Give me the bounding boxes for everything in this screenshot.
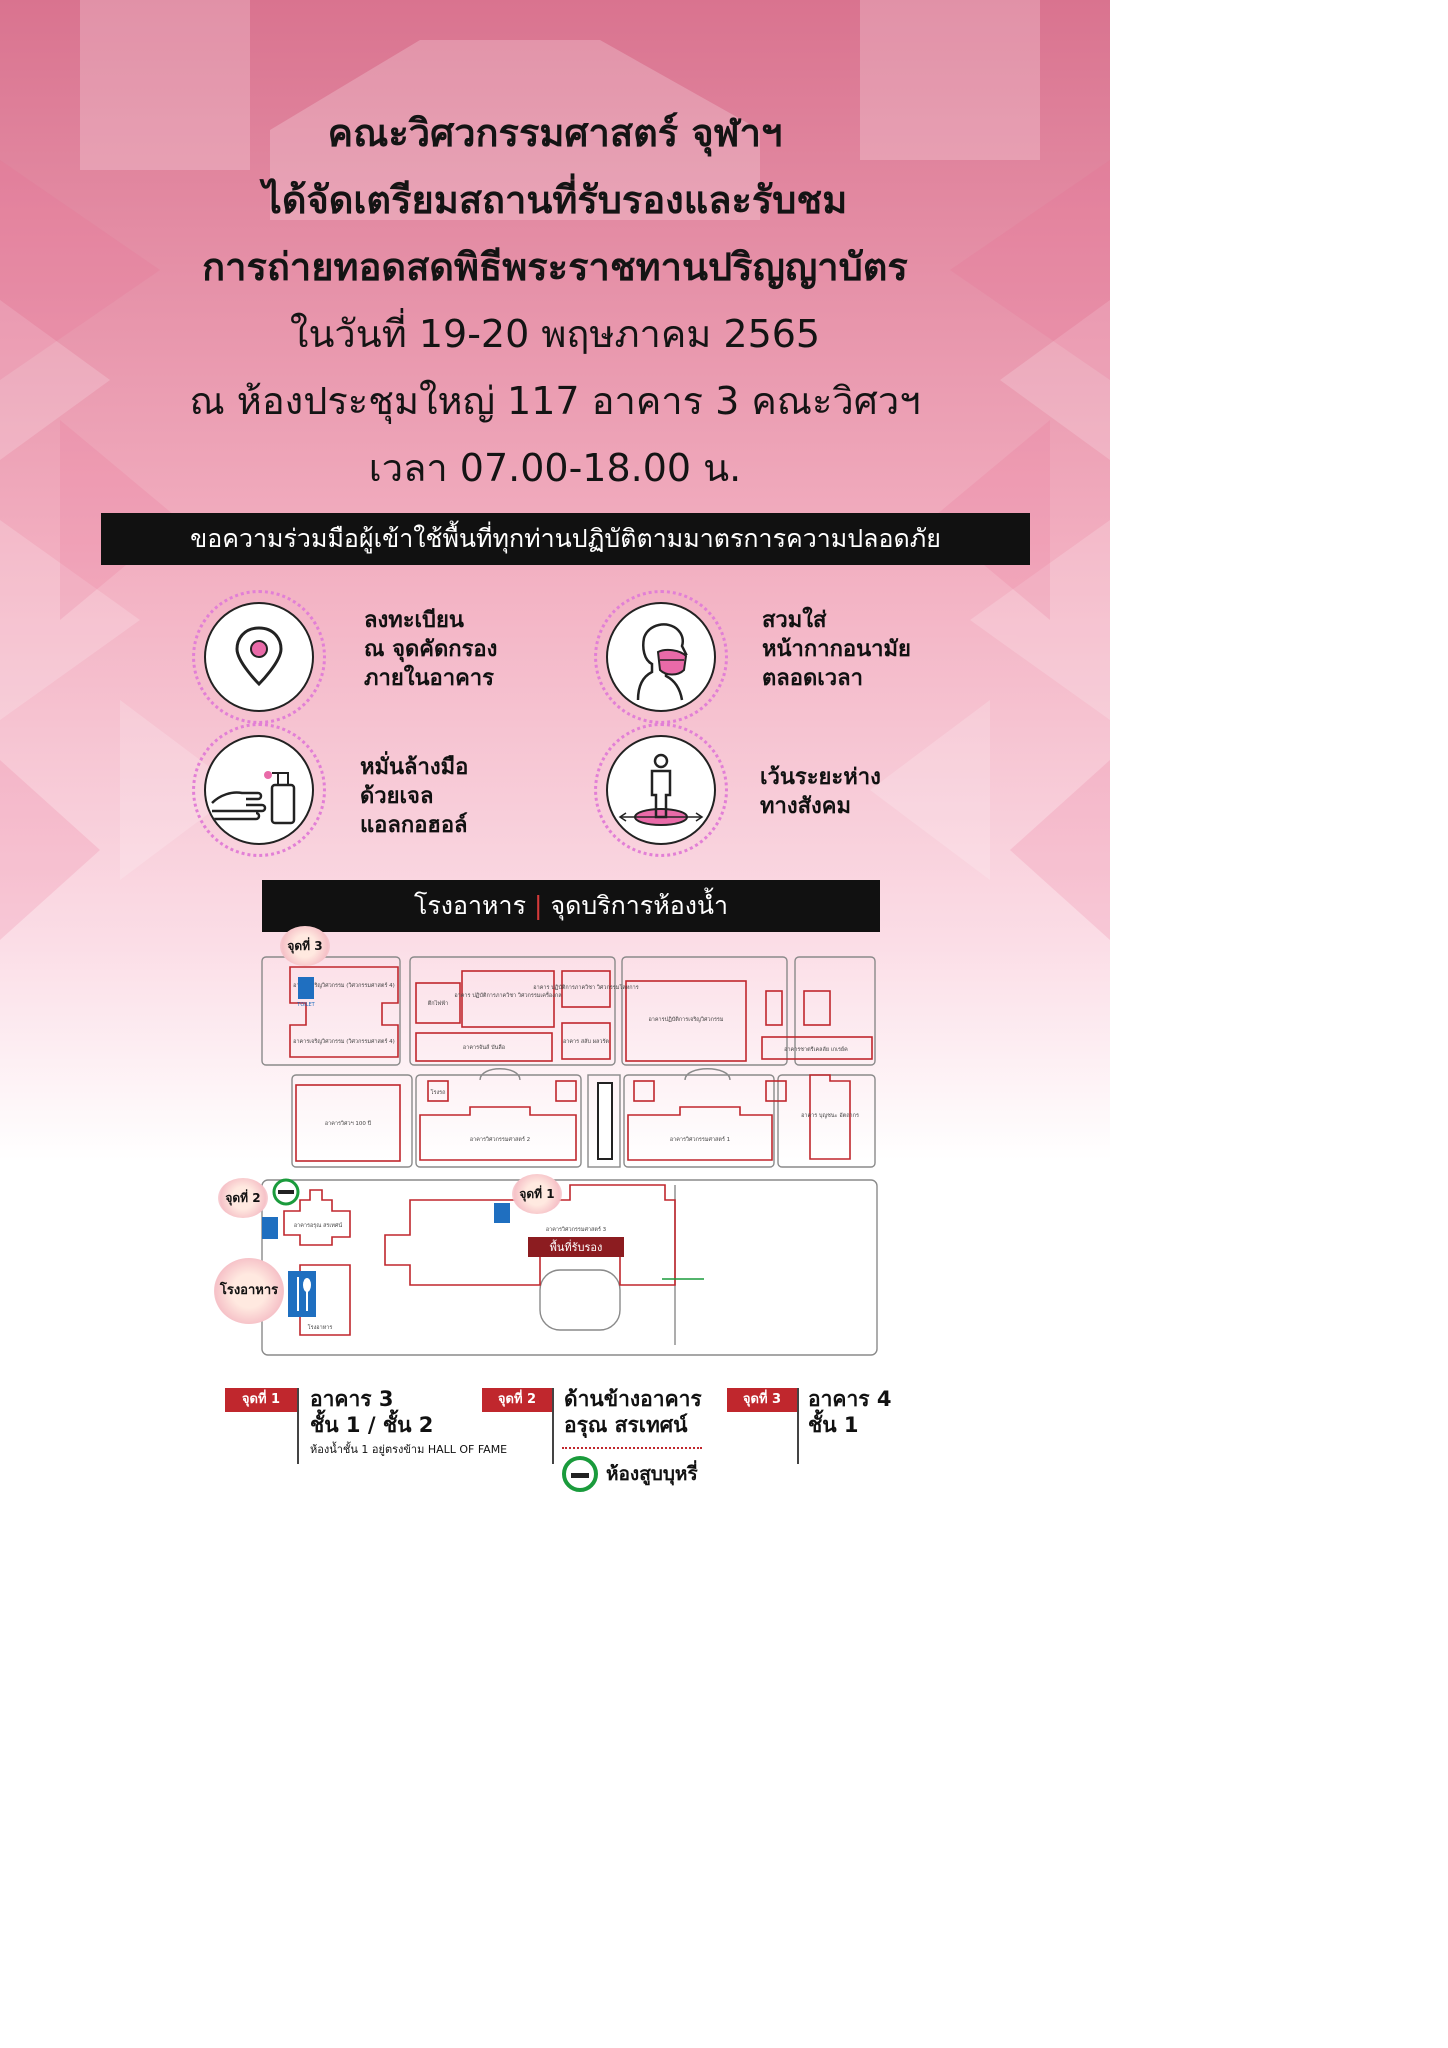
measure-icon-ring xyxy=(594,590,728,724)
measure-register-text: ลงทะเบียน ณ จุดคัดกรอง ภายในอาคาร xyxy=(364,606,497,693)
measure-line: ตลอดเวลา xyxy=(762,666,863,691)
measure-line: หมั่นล้างมือ xyxy=(360,755,469,780)
measure-line: ณ จุดคัดกรอง xyxy=(364,637,498,662)
measure-icon-ring xyxy=(192,590,326,724)
smoking-room-label: ห้องสูบบุหรี่ xyxy=(606,1463,698,1485)
legend-point-2-tag: จุดที่ 2 xyxy=(482,1388,552,1412)
canteen-toilet-banner: โรงอาหาร |จุดบริการห้องน้ำ xyxy=(262,880,880,932)
header-venue: ณ ห้องประชุมใหญ่ 117 อาคาร 3 คณะวิศวฯ xyxy=(189,379,921,423)
map-label: อาคาร บุญชนะ อัตถากร xyxy=(801,1112,859,1119)
toilet-label: TOILET xyxy=(296,1002,315,1008)
legend-line: ชั้น 1 xyxy=(808,1413,859,1437)
smoking-room-icon xyxy=(562,1456,598,1492)
campus-map: พื้นที่รับรอง อาคารเจริญวิศวกรรม (วิศวกร… xyxy=(210,945,920,1365)
header-line-2: ได้จัดเตรียมสถานที่รับรองและรับชม xyxy=(262,178,848,222)
header-date: ในวันที่ 19-20 พฤษภาคม 2565 xyxy=(289,312,821,356)
map-label: อาคาร ปฏิบัติการภาควิชา วิศวกรรมโลหการ xyxy=(533,983,638,991)
legend-point-2-text: ด้านข้างอาคาร อรุณ สรเทศน์ xyxy=(564,1386,702,1438)
social-distance-icon xyxy=(606,735,716,845)
legend-divider xyxy=(552,1388,554,1464)
measure-sanitizer-text: หมั่นล้างมือ ด้วยเจล แอลกอฮอล์ xyxy=(360,753,468,840)
header-line-3: การถ่ายทอดสดพิธีพระราชทานปริญญาบัตร xyxy=(202,245,908,289)
map-label: อาคารเจริญวิศวกรรม (วิศวกรรมศาสตร์ 4) xyxy=(293,1038,395,1045)
measure-line: ภายในอาคาร xyxy=(364,666,494,691)
map-label: อาคารปฏิบัติการเจริญวิศวกรรม xyxy=(648,1016,723,1023)
header: คณะวิศวกรรมศาสตร์ จุฬาฯ ได้จัดเตรียมสถาน… xyxy=(0,100,1110,502)
legend-point-1-note: ห้องน้ำชั้น 1 อยู่ตรงข้าม HALL OF FAME xyxy=(310,1443,508,1456)
face-mask-icon xyxy=(606,602,716,712)
map-label: โรงรถ xyxy=(431,1088,446,1096)
legend-line: อาคาร 3 xyxy=(310,1387,394,1411)
measure-icon-ring xyxy=(594,723,728,857)
measure-distance: เว้นระยะห่าง ทางสังคม xyxy=(594,723,954,863)
map-label: โรงอาหาร xyxy=(308,1323,333,1331)
measure-distance-text: เว้นระยะห่าง ทางสังคม xyxy=(760,763,881,821)
map-label: อาคารวิศวกรรมศาสตร์ 3 xyxy=(546,1226,607,1233)
reception-label: พื้นที่รับรอง xyxy=(550,1239,603,1254)
legend-dotted-divider xyxy=(562,1447,702,1449)
legend-line: ชั้น 1 / ชั้น 2 xyxy=(310,1413,434,1437)
canteen-label: โรงอาหาร xyxy=(413,891,526,920)
measure-icon-ring xyxy=(192,723,326,857)
toilet-icon xyxy=(494,1203,510,1223)
measure-line: แอลกอฮอล์ xyxy=(360,813,468,838)
header-line-1: คณะวิศวกรรมศาสตร์ จุฬาฯ xyxy=(327,111,783,155)
canteen-marker: โรงอาหาร xyxy=(214,1258,284,1324)
measure-line: ลงทะเบียน xyxy=(364,608,464,633)
map-label: อาคารวิศวกรรมศาสตร์ 1 xyxy=(670,1136,730,1143)
banner-separator: | xyxy=(534,891,543,920)
point-2-marker: จุดที่ 2 xyxy=(218,1178,268,1218)
measure-sanitizer: หมั่นล้างมือ ด้วยเจล แอลกอฮอล์ xyxy=(192,723,552,863)
reception-area xyxy=(528,1237,624,1257)
map-label: อาคารจันส์ บันลือ xyxy=(463,1044,505,1051)
measure-mask: สวมใส่ หน้ากากอนามัย ตลอดเวลา xyxy=(594,590,954,730)
canteen-icon xyxy=(288,1271,316,1317)
legend-point-1-text: อาคาร 3 ชั้น 1 / ชั้น 2 xyxy=(310,1386,433,1438)
legend-point-3-text: อาคาร 4 ชั้น 1 xyxy=(808,1386,891,1438)
legend-line: อรุณ สรเทศน์ xyxy=(564,1413,688,1437)
map-label: อาคารเจริญวิศวกรรม (วิศวกรรมศาสตร์ 4) xyxy=(293,982,395,989)
smoking-area-icon xyxy=(272,1178,300,1206)
header-time: เวลา 07.00-18.00 น. xyxy=(368,446,742,490)
point-3-marker: จุดที่ 3 xyxy=(280,926,330,966)
hand-sanitizer-icon xyxy=(204,735,314,845)
map-label: อาคารชาตรีเคลลัย เกเรย์ค xyxy=(784,1046,848,1053)
measure-line: ด้วยเจล xyxy=(360,784,434,809)
map-label: อาคารวิศวกรรมศาสตร์ 2 xyxy=(470,1136,530,1143)
legend-divider xyxy=(297,1388,299,1464)
measure-register: ลงทะเบียน ณ จุดคัดกรอง ภายในอาคาร xyxy=(192,590,552,730)
map-label: อาคาร สลับ ผลวรัต xyxy=(563,1038,609,1045)
safety-banner: ขอความร่วมมือผู้เข้าใช้พื้นที่ทุกท่านปฏิ… xyxy=(101,513,1030,565)
legend-line: ด้านข้างอาคาร xyxy=(564,1387,702,1411)
map-label: อาคาร ปฏิบัติการภาควิชา วิศวกรรมเครื่องก… xyxy=(454,991,561,999)
toilet-service-label: จุดบริการห้องน้ำ xyxy=(550,891,729,920)
legend-divider xyxy=(797,1388,799,1464)
toilet-icon xyxy=(262,1217,278,1239)
measure-line: ทางสังคม xyxy=(760,794,851,819)
toilet-icon: TOILET xyxy=(296,977,316,1008)
legend-point-3-tag: จุดที่ 3 xyxy=(727,1388,797,1412)
measure-line: สวมใส่ xyxy=(762,608,827,633)
location-pin-icon xyxy=(204,602,314,712)
legend-line: อาคาร 4 xyxy=(808,1387,892,1411)
map-label: อาคารวิศวฯ 100 ปี xyxy=(325,1120,372,1127)
legend-point-1-tag: จุดที่ 1 xyxy=(225,1388,297,1412)
point-1-marker: จุดที่ 1 xyxy=(512,1174,562,1214)
measure-line: หน้ากากอนามัย xyxy=(762,637,911,662)
map-label: ตึกไฟฟ้า xyxy=(427,1000,448,1007)
map-label: อาคารอรุณ สรเทศน์ xyxy=(294,1222,343,1229)
measure-line: เว้นระยะห่าง xyxy=(760,765,881,790)
measure-mask-text: สวมใส่ หน้ากากอนามัย ตลอดเวลา xyxy=(762,606,911,693)
